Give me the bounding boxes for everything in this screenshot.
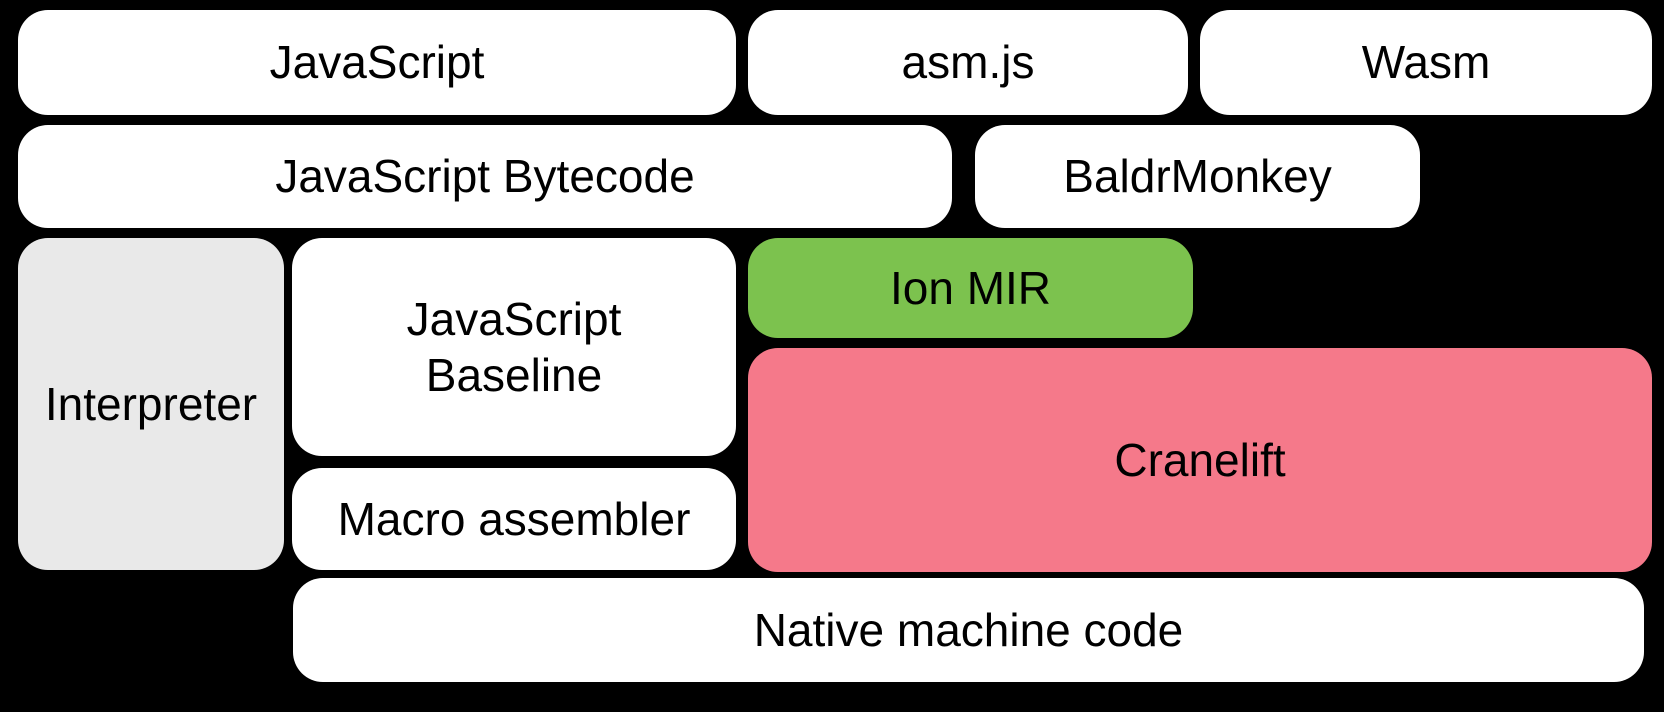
- node-javascript: JavaScript: [18, 10, 736, 115]
- node-javascript-baseline-label: JavaScript Baseline: [406, 292, 622, 401]
- node-native-machine-code: Native machine code: [293, 578, 1644, 682]
- node-interpreter-label: Interpreter: [44, 377, 258, 430]
- node-macro-assembler: Macro assembler: [292, 468, 736, 570]
- node-asmjs-label: asm.js: [901, 36, 1035, 89]
- node-wasm-label: Wasm: [1361, 36, 1491, 89]
- node-baldrmonkey-label: BaldrMonkey: [1063, 150, 1332, 203]
- node-javascript-label: JavaScript: [269, 36, 485, 89]
- node-macro-assembler-label: Macro assembler: [337, 492, 691, 545]
- node-interpreter: Interpreter: [18, 238, 284, 570]
- node-cranelift-label: Cranelift: [1114, 433, 1286, 486]
- node-baldrmonkey: BaldrMonkey: [975, 125, 1420, 228]
- node-javascript-bytecode-label: JavaScript Bytecode: [275, 150, 695, 203]
- node-javascript-bytecode: JavaScript Bytecode: [18, 125, 952, 228]
- node-javascript-baseline: JavaScript Baseline: [292, 238, 736, 456]
- node-ion-mir-label: Ion MIR: [889, 261, 1052, 314]
- node-wasm: Wasm: [1200, 10, 1652, 115]
- node-cranelift: Cranelift: [748, 348, 1652, 572]
- node-asmjs: asm.js: [748, 10, 1188, 115]
- node-native-machine-code-label: Native machine code: [753, 603, 1184, 656]
- node-ion-mir: Ion MIR: [748, 238, 1193, 338]
